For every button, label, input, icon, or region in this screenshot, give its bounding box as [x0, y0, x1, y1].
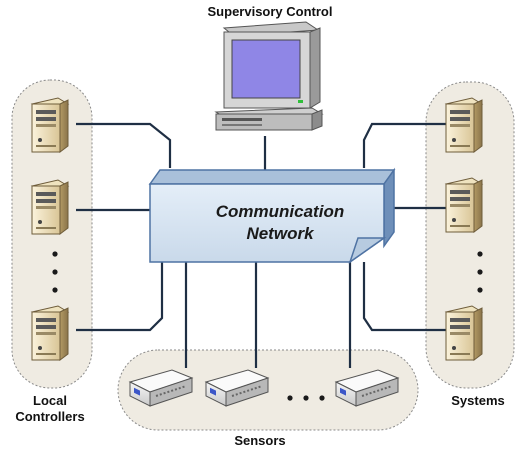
- system-server-icon: [445, 177, 483, 233]
- local-controller-server-icon: [31, 97, 69, 153]
- supervisory-computer-icon: [214, 21, 324, 131]
- local-controllers-label: Local Controllers: [0, 393, 100, 425]
- network-title-line1: Communication: [215, 202, 345, 221]
- system-server-icon: [445, 305, 483, 361]
- sensors-label: Sensors: [234, 433, 286, 448]
- communication-network-block: [148, 167, 396, 264]
- systems-ellipsis: [477, 251, 483, 293]
- local-controllers-label-line1: Local: [33, 393, 67, 408]
- network-title-line2: Network: [246, 224, 314, 243]
- local-controllers-ellipsis: [52, 251, 58, 293]
- communication-network-title: Communication Network: [170, 201, 390, 245]
- local-controllers-label-line2: Controllers: [15, 409, 85, 424]
- supervisory-control-label: Supervisory Control: [207, 4, 333, 19]
- local-controller-server-icon: [31, 179, 69, 235]
- network-links: [76, 122, 448, 368]
- sensors-ellipsis: [287, 395, 325, 401]
- local-controller-server-icon: [31, 305, 69, 361]
- systems-label: Systems: [451, 393, 505, 408]
- system-server-icon: [445, 97, 483, 153]
